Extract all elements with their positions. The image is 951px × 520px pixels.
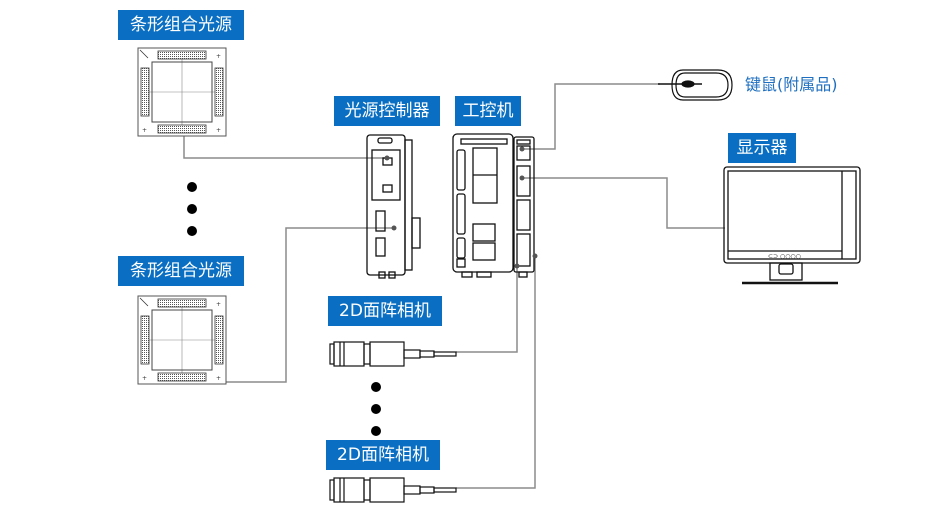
ipc-device xyxy=(452,133,535,278)
line-camera2-to-ipc xyxy=(456,256,536,489)
svg-text:⊂⊃ ○○○○: ⊂⊃ ○○○○ xyxy=(768,253,801,260)
line-light2-to-controller xyxy=(175,227,394,383)
label-camera-bottom: 2D面阵相机 xyxy=(326,440,440,470)
label-monitor: 显示器 xyxy=(728,133,796,163)
svg-text:+: + xyxy=(216,53,221,60)
line-light1-to-controller xyxy=(183,136,387,159)
bar-light-top: + + + xyxy=(137,47,227,137)
monitor-device: ⊂⊃ ○○○○ xyxy=(723,166,861,285)
camera-device-top xyxy=(329,341,457,367)
label-camera-top: 2D面阵相机 xyxy=(328,296,442,326)
ipc-port-monitor xyxy=(519,175,525,181)
label-industrial-pc: 工控机 xyxy=(455,96,521,126)
svg-text:+: + xyxy=(142,375,147,382)
svg-text:+: + xyxy=(216,301,221,308)
ipc-port-camera-1 xyxy=(514,263,520,269)
line-camera1-to-ipc xyxy=(456,266,518,353)
connection-lines xyxy=(175,83,725,489)
label-keyboard-mouse: 键鼠(附属品) xyxy=(745,75,838,94)
ellipsis-dot-lights-2 xyxy=(187,204,197,214)
ipc-port-camera-2 xyxy=(532,253,538,259)
mouse-device xyxy=(658,69,733,101)
ellipsis-dot-lights-3 xyxy=(187,226,197,236)
ellipsis-dot-cameras-3 xyxy=(371,426,381,436)
ellipsis-dot-lights-1 xyxy=(187,182,197,192)
ipc-port-mouse xyxy=(519,146,525,152)
camera-device-bottom xyxy=(329,477,457,503)
label-light-controller: 光源控制器 xyxy=(334,96,440,126)
ellipsis-dot-cameras-1 xyxy=(371,382,381,392)
label-light-source-bottom: 条形组合光源 xyxy=(118,256,244,286)
svg-text:+: + xyxy=(216,127,221,134)
svg-text:+: + xyxy=(216,375,221,382)
label-light-source-top: 条形组合光源 xyxy=(118,10,244,40)
line-monitor-to-ipc xyxy=(522,177,725,229)
controller-port-light-1 xyxy=(384,155,390,161)
controller-port-light-2 xyxy=(391,225,397,231)
bar-light-bottom: + + + xyxy=(137,295,227,385)
line-mouse-to-ipc xyxy=(522,83,660,150)
ellipsis-dot-cameras-2 xyxy=(371,404,381,414)
svg-text:+: + xyxy=(142,127,147,134)
light-controller-device xyxy=(366,134,421,279)
